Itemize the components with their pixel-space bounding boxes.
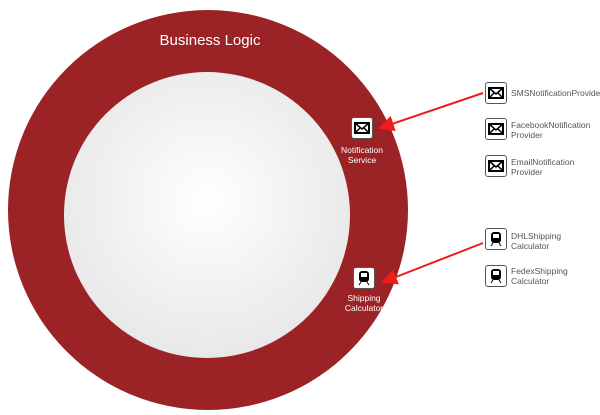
notification-service-label: Notification Service (340, 145, 384, 165)
train-icon (353, 267, 375, 289)
envelope-icon (351, 117, 373, 139)
envelope-icon (485, 155, 507, 177)
fedex-provider-label: FedexShipping Calculator (511, 266, 568, 286)
facebook-provider-label: FacebookNotification Provider (511, 120, 591, 140)
sms-provider-label: SMSNotificationProvider (511, 88, 600, 98)
business-logic-title: Business Logic (159, 32, 261, 49)
inner-core (64, 72, 350, 358)
arrow-sms-to-notification (378, 92, 484, 132)
envelope-icon (485, 82, 507, 104)
train-icon (485, 265, 507, 287)
email-provider-label: EmailNotification Provider (511, 157, 575, 177)
envelope-icon (485, 118, 507, 140)
shipping-calculator-label: Shipping Calculator (344, 293, 384, 313)
arrow-dhl-to-shipping (381, 242, 484, 285)
train-icon (485, 228, 507, 250)
dhl-provider-label: DHLShipping Calculator (511, 231, 562, 251)
